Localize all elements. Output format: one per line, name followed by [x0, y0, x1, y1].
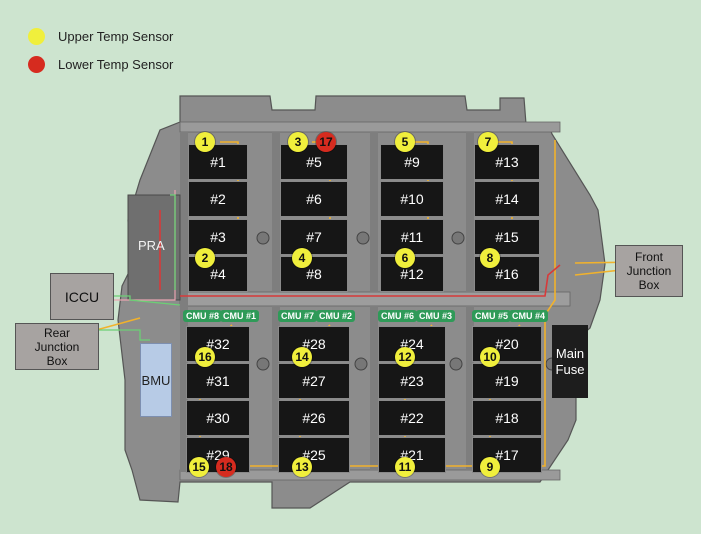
cmu-tag: CMU #5 [472, 310, 512, 322]
cmu-tag: CMU #4 [509, 310, 549, 322]
cmu-tag: CMU #7 [278, 310, 318, 322]
upper-temp-sensor: 4 [292, 248, 312, 268]
battery-module: #2 [188, 181, 248, 217]
rear-junction-box: Rear Junction Box [15, 323, 99, 370]
iccu-label: ICCU [64, 288, 100, 305]
upper-temp-sensor: 11 [395, 457, 415, 477]
battery-module: #18 [472, 400, 542, 436]
upper-temp-sensor: 7 [478, 132, 498, 152]
cmu-tag: CMU #8 [183, 310, 223, 322]
upper-temp-sensor: 5 [395, 132, 415, 152]
battery-module: #5 [280, 144, 348, 180]
upper-temp-sensor: 13 [292, 457, 312, 477]
upper-temp-sensor: 9 [480, 457, 500, 477]
lower-sensor-swatch [28, 56, 45, 73]
front-junction-box: Front Junction Box [615, 245, 683, 297]
legend-upper: Upper Temp Sensor [28, 28, 173, 45]
rear-junction-label: Rear Junction Box [34, 325, 80, 368]
battery-module: #3 [188, 219, 248, 255]
upper-temp-sensor: 15 [189, 457, 209, 477]
battery-module: #31 [186, 363, 250, 399]
lower-temp-sensor: 17 [316, 132, 336, 152]
battery-module: #23 [378, 363, 446, 399]
legend-lower-label: Lower Temp Sensor [58, 57, 174, 72]
bmu-label: BMU [141, 372, 171, 388]
battery-module: #26 [278, 400, 350, 436]
lower-temp-sensor: 18 [216, 457, 236, 477]
battery-module: #6 [280, 181, 348, 217]
upper-temp-sensor: 14 [292, 347, 312, 367]
battery-module: #1 [188, 144, 248, 180]
battery-module: #28 [278, 326, 350, 362]
battery-module: #27 [278, 363, 350, 399]
legend-upper-label: Upper Temp Sensor [58, 29, 174, 44]
battery-module: #7 [280, 219, 348, 255]
pra-label: PRA [138, 238, 165, 253]
battery-module: #10 [380, 181, 444, 217]
upper-temp-sensor: 12 [395, 347, 415, 367]
main-fuse-box: Main Fuse [552, 325, 588, 398]
cmu-tag: CMU #2 [316, 310, 356, 322]
battery-module: #11 [380, 219, 444, 255]
battery-module: #25 [278, 437, 350, 473]
battery-module: #8 [280, 256, 348, 292]
upper-temp-sensor: 6 [395, 248, 415, 268]
upper-sensor-swatch [28, 28, 45, 45]
front-junction-label: Front Junction Box [626, 250, 672, 292]
upper-temp-sensor: 8 [480, 248, 500, 268]
battery-module: #14 [474, 181, 540, 217]
main-fuse-label: Main Fuse [555, 345, 585, 377]
upper-temp-sensor: 2 [195, 248, 215, 268]
upper-temp-sensor: 3 [288, 132, 308, 152]
cmu-tag: CMU #3 [416, 310, 456, 322]
battery-module: #19 [472, 363, 542, 399]
bmu-box: BMU [140, 343, 172, 417]
legend-lower: Lower Temp Sensor [28, 56, 173, 73]
battery-module: #30 [186, 400, 250, 436]
upper-temp-sensor: 1 [195, 132, 215, 152]
cmu-tag: CMU #1 [220, 310, 260, 322]
battery-module: #22 [378, 400, 446, 436]
battery-module: #9 [380, 144, 444, 180]
cmu-tag: CMU #6 [378, 310, 418, 322]
iccu-box: ICCU [50, 273, 114, 320]
upper-temp-sensor: 10 [480, 347, 500, 367]
upper-temp-sensor: 16 [195, 347, 215, 367]
